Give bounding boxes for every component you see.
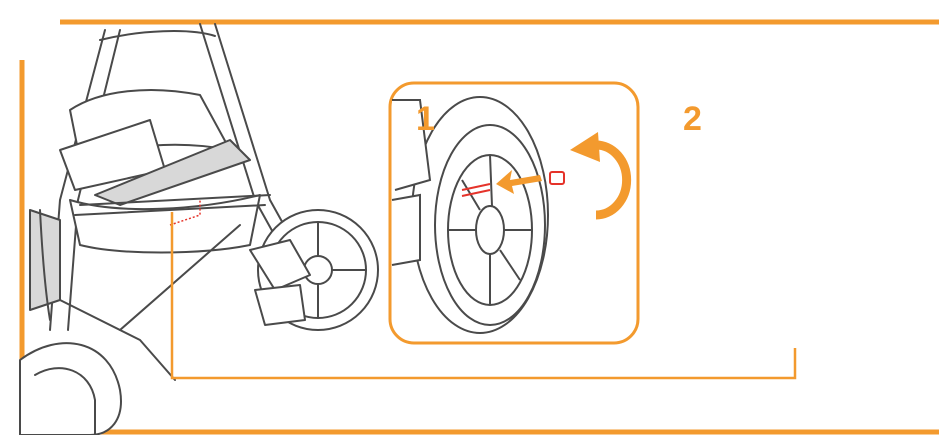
step-number: 7 <box>34 20 74 70</box>
panel-2-number: 2 <box>683 100 702 138</box>
stroller-drawing <box>20 24 378 435</box>
valve-cap-icon <box>550 172 564 184</box>
panel-1-number: 1 <box>416 100 435 138</box>
